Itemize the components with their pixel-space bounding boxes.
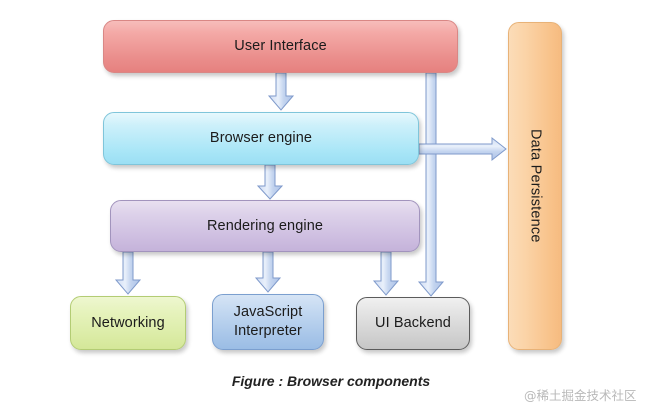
node-user-interface-label: User Interface	[234, 38, 327, 55]
connector-ui-to-browser-engine	[267, 72, 295, 111]
node-javascript-interpreter-label: JavaScript Interpreter	[233, 304, 303, 339]
node-networking[interactable]: Networking	[70, 296, 186, 350]
node-rendering-engine[interactable]: Rendering engine	[110, 200, 420, 252]
node-networking-label: Networking	[91, 314, 165, 331]
node-browser-engine-label: Browser engine	[209, 130, 313, 147]
node-browser-engine[interactable]: Browser engine	[103, 112, 419, 165]
connector-browser-engine-to-data-persistence	[418, 136, 507, 162]
node-ui-backend-label: UI Backend	[375, 315, 451, 332]
connector-ui-to-ui-backend	[417, 72, 445, 297]
node-data-persistence[interactable]: Data Persistence	[508, 22, 562, 350]
node-ui-backend[interactable]: UI Backend	[356, 297, 470, 350]
node-user-interface[interactable]: User Interface	[103, 20, 458, 73]
node-rendering-engine-label: Rendering engine	[206, 217, 324, 234]
node-javascript-interpreter[interactable]: JavaScript Interpreter	[212, 294, 324, 350]
watermark: @稀土掘金技术社区	[524, 388, 637, 403]
connector-rendering-engine-to-javascript-interpreter	[254, 251, 282, 293]
node-data-persistence-label: Data Persistence	[527, 129, 544, 243]
connector-rendering-engine-to-networking	[114, 251, 142, 295]
connector-browser-engine-to-rendering-engine	[256, 164, 284, 200]
connector-rendering-engine-to-ui-backend	[372, 251, 400, 296]
figure-caption: Figure : Browser components	[231, 373, 431, 389]
